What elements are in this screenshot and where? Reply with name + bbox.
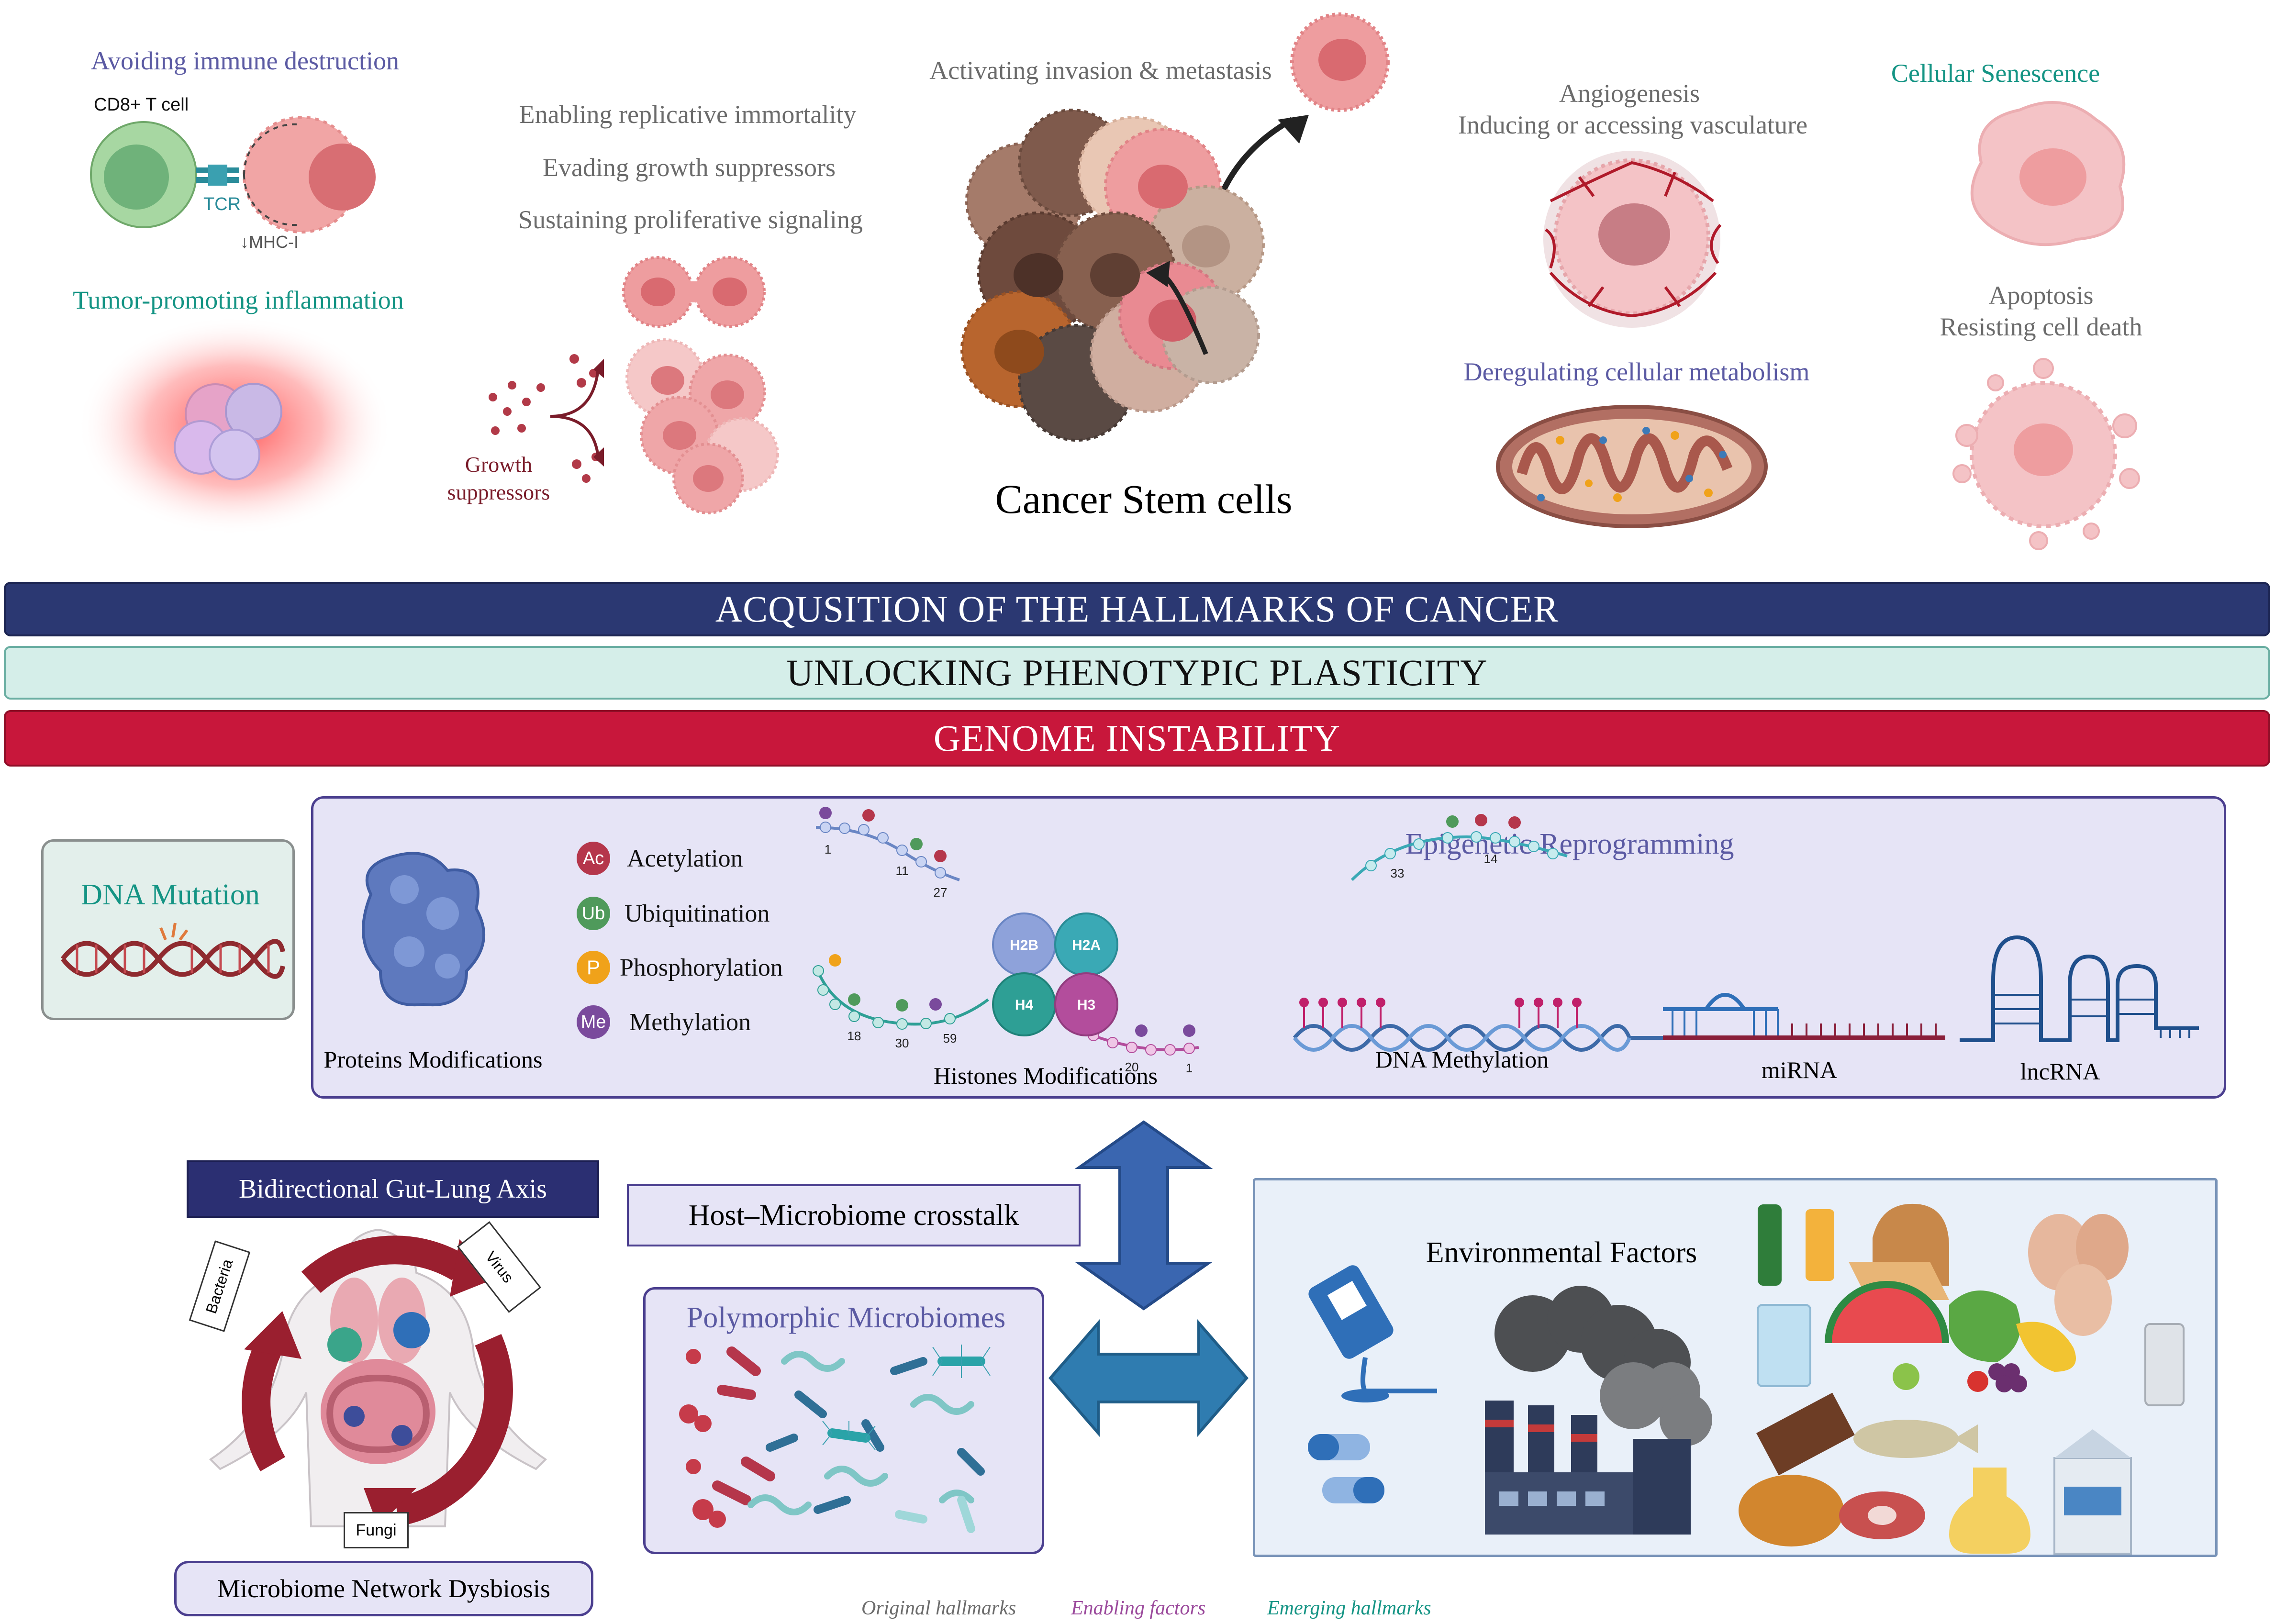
environmental-box: Environmental Factors [1253, 1178, 2218, 1557]
methylation-icon: Me [577, 1005, 610, 1039]
genome-band: GENOME INSTABILITY [4, 710, 2270, 767]
histone-h2a-label: H2A [1072, 937, 1101, 953]
legend-emerging: Emerging hallmarks [1267, 1597, 1431, 1619]
residue-number: 1 [1186, 1061, 1193, 1075]
histone-h2b-label: H2B [1010, 937, 1038, 953]
cd8-label: CD8+ T cell [94, 95, 189, 115]
residue-number: 14 [1484, 852, 1498, 866]
residue-number: 33 [1391, 866, 1405, 880]
bacteria-label: Bacteria [202, 1257, 236, 1316]
protein-structure-icon [362, 852, 485, 1007]
residue-number: 30 [895, 1036, 909, 1050]
t-cell-illustration [90, 116, 376, 234]
metastatic-cell-icon [1290, 12, 1390, 112]
methylation-label: Methylation [629, 1009, 751, 1036]
residue-number: 27 [934, 885, 948, 900]
metabolism-title: Deregulating cellular metabolism [1463, 357, 1810, 386]
proteins-label: Proteins Modifications [323, 1046, 543, 1073]
histone-h4-label: H4 [1015, 997, 1034, 1013]
tcr-label: TCR [203, 194, 241, 214]
lncrna-label: lncRNA [2020, 1058, 2100, 1085]
horizontal-double-arrow-icon [1048, 1319, 1249, 1437]
food-diet-icon [1739, 1203, 2185, 1555]
residue-number: 1 [825, 842, 831, 856]
lncrna-illustration [1960, 935, 2199, 1042]
angiogenesis-subtitle: Inducing or accessing vasculature [1458, 111, 1808, 139]
ubiquitination-icon: Ub [577, 897, 610, 930]
apoptotic-cell-illustration [1952, 358, 2140, 550]
dna-mutation-title: DNA Mutation [81, 879, 260, 911]
growth-suppressors-label: Growth suppressors [447, 452, 550, 504]
angiogenesis-title: Angiogenesis [1559, 79, 1700, 108]
polymorphic-title: Polymorphic Microbiomes [686, 1301, 1006, 1334]
senescent-cell-illustration [1970, 101, 2126, 246]
cancer-stem-cells-illustration [960, 109, 1309, 442]
virus-label: Virus [481, 1248, 517, 1286]
epigenetic-title: Epigenetic Reprogramming [1405, 828, 1734, 860]
inflammation-illustration [77, 316, 392, 536]
residue-number: 11 [896, 864, 909, 878]
dna-mutation-box: DNA Mutation [41, 839, 295, 1020]
mirna-illustration [1663, 993, 1945, 1040]
legend-enabling: Enabling factors [1071, 1597, 1206, 1619]
plasticity-band: UNLOCKING PHENOTYPIC PLASTICITY [4, 646, 2270, 700]
epigenetic-box: Epigenetic Reprogramming Proteins Modifi… [311, 796, 2226, 1099]
histones-label: Histones Modifications [933, 1062, 1158, 1089]
fungi-tag: Fungi [344, 1512, 409, 1548]
microbes-illustration [679, 1345, 991, 1533]
phosphorylation-icon: P [577, 951, 610, 984]
acetylation-label: Acetylation [627, 845, 743, 872]
avoiding-immune-title: Avoiding immune destruction [91, 46, 399, 75]
histone-h3-label: H3 [1077, 997, 1095, 1013]
polymorphic-box: Polymorphic Microbiomes [643, 1287, 1044, 1554]
factory-pollution-icon [1485, 1286, 1712, 1535]
inflammation-title: Tumor-promoting inflammation [73, 286, 404, 314]
medication-icon [1308, 1265, 1437, 1503]
growth-suppressors-illustration [489, 338, 779, 514]
replicative-title: Enabling replicative immortality [519, 100, 857, 129]
cancer-stem-title: Cancer Stem cells [995, 476, 1293, 522]
mitochondria-illustration [1496, 405, 1768, 528]
invasion-title: Activating invasion & metastasis [929, 56, 1272, 85]
angiogenesis-illustration [1543, 151, 1722, 328]
residue-number: 18 [848, 1029, 861, 1043]
residue-number: 59 [943, 1031, 957, 1046]
gut-lung-axis-header: Bidirectional Gut-Lung Axis [187, 1160, 599, 1218]
environmental-title: Environmental Factors [1426, 1236, 1697, 1269]
hallmarks-band: ACQUSITION OF THE HALLMARKS OF CANCER [4, 582, 2270, 636]
legend-original: Original hallmarks [861, 1597, 1016, 1619]
dna-helix-icon [61, 923, 285, 979]
residue-number: 20 [1125, 1060, 1139, 1074]
phosphorylation-label: Phosphorylation [620, 954, 783, 981]
fungi-label: Fungi [356, 1521, 397, 1539]
dividing-cell-illustration [622, 256, 766, 328]
mirna-label: miRNA [1761, 1057, 1838, 1083]
dna-methylation-label: DNA Methylation [1375, 1046, 1549, 1073]
senescence-title: Cellular Senescence [1891, 59, 2100, 88]
vertical-double-arrow-icon [1074, 1120, 1213, 1311]
dysbiosis-box: Microbiome Network Dysbiosis [174, 1561, 593, 1616]
crosstalk-box: Host–Microbiome crosstalk [627, 1184, 1081, 1246]
apoptosis-subtitle: Resisting cell death [1940, 312, 2142, 341]
sustaining-title: Sustaining proliferative signaling [518, 205, 863, 234]
acetylation-icon: Ac [577, 842, 610, 875]
ubiquitination-label: Ubiquitination [625, 900, 770, 927]
mhc-label: ↓MHC-I [240, 232, 299, 252]
apoptosis-title: Apoptosis [1988, 281, 2094, 310]
dna-methylation-illustration [1293, 998, 1663, 1052]
gut-lung-axis-illustration [209, 1228, 547, 1527]
histone-octamer-illustration: 1 11 27 33 14 18 30 59 20 1 H2B H2A H4 H… [813, 807, 1568, 1075]
evading-title: Evading growth suppressors [543, 153, 836, 182]
